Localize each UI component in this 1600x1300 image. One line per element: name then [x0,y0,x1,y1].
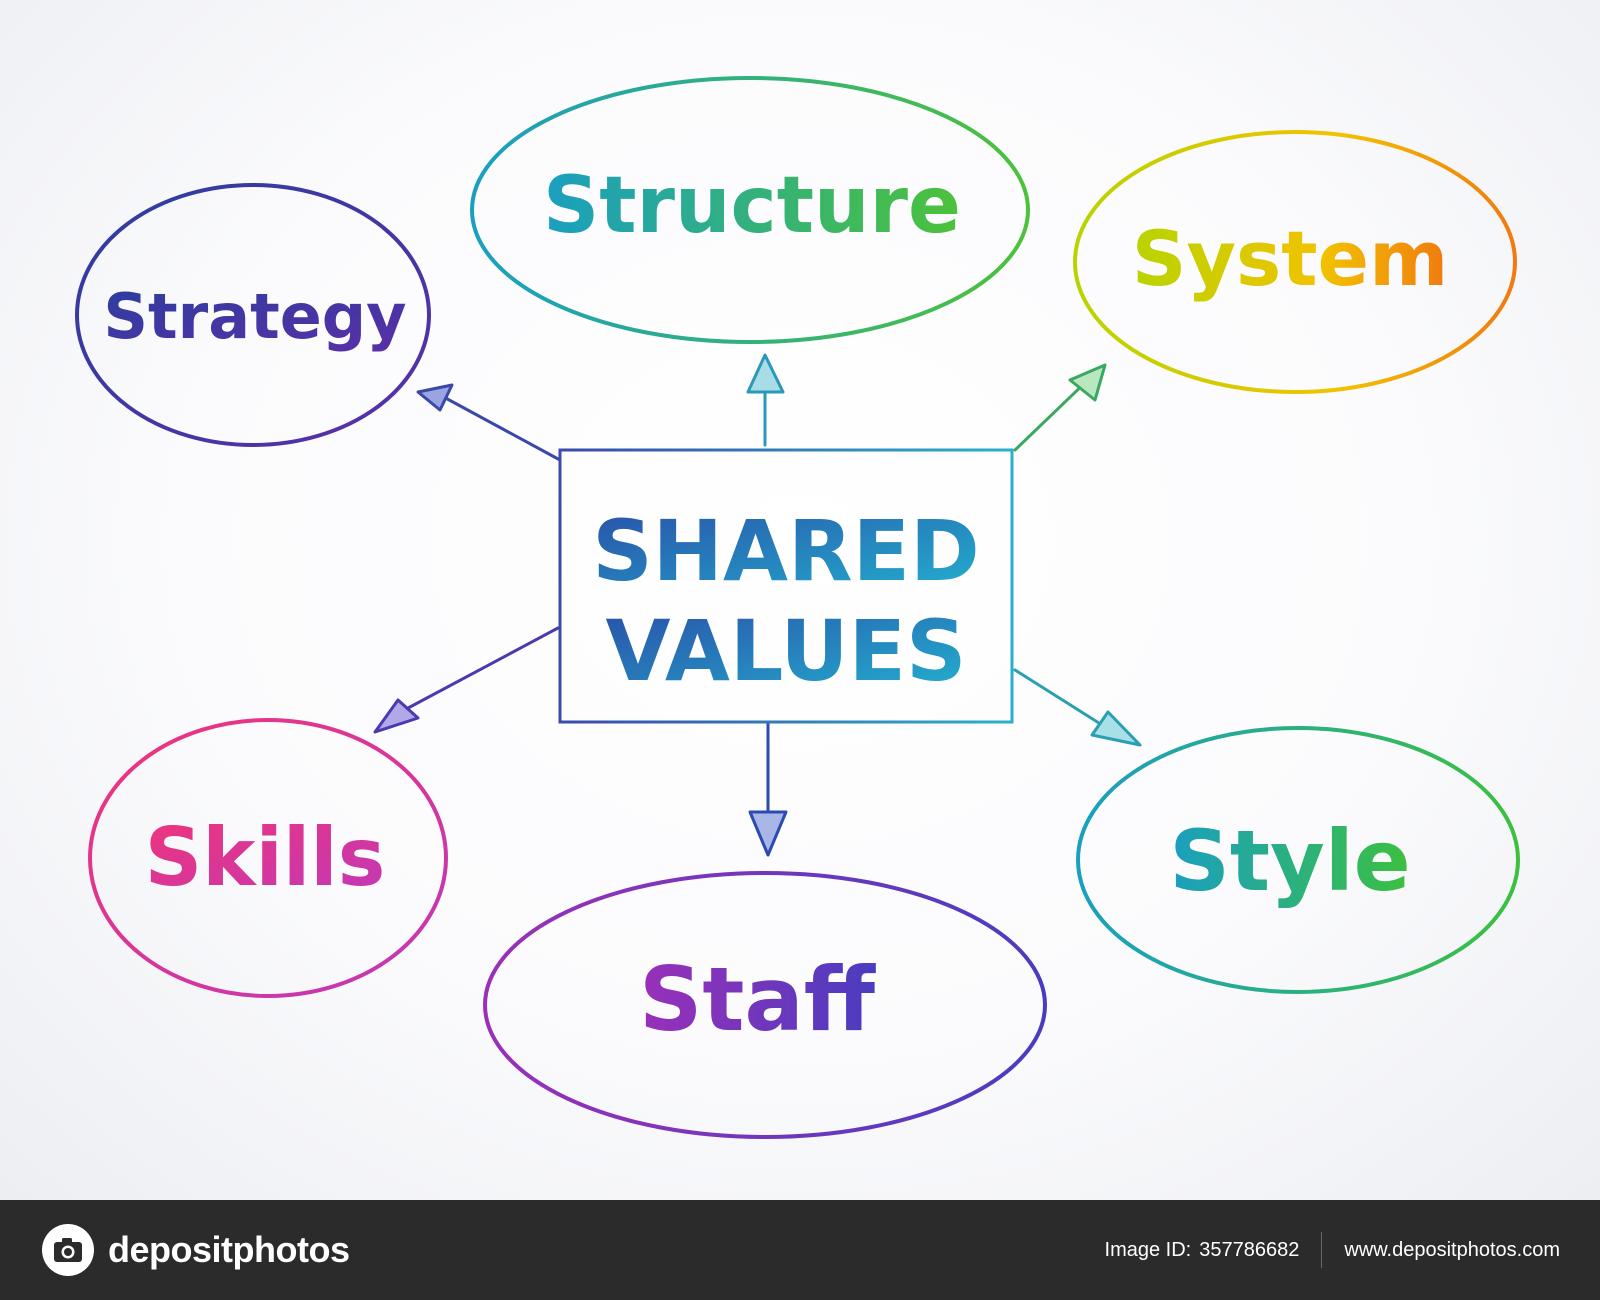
center-label-line2: VALUES [606,602,967,700]
mind-map: SHARED VALUES Strategy Structure System … [75,76,1520,1139]
arrowhead-strategy [416,383,454,412]
node-style: Style [1076,726,1520,994]
center-box [558,448,1014,724]
arrowhead-skills [373,698,420,734]
arrowhead-staff [748,810,788,857]
site-link[interactable]: www.depositphotos.com [1344,1238,1560,1261]
watermark-footer: depositphotos Image ID: 357786682 www.de… [0,1200,1600,1300]
node-skills-ellipse [88,718,448,998]
image-id-value: 357786682 [1199,1238,1300,1261]
arrowhead-style [1090,710,1142,747]
node-strategy-label: Strategy [103,280,406,353]
node-structure-ellipse [470,76,1030,344]
brand[interactable]: depositphotos [40,1222,350,1278]
node-staff-ellipse [483,871,1047,1139]
brand-name: depositphotos [108,1229,350,1270]
center-label-line1: SHARED [592,502,980,600]
node-skills-label: Skills [145,811,386,904]
node-strategy: Strategy [75,183,431,447]
image-id-label: Image ID: [1104,1238,1192,1261]
camera-logo-icon [42,1224,94,1276]
node-staff: Staff [483,871,1047,1139]
footer-info: Image ID: 357786682 www.depositphotos.co… [1105,1232,1560,1268]
node-system: System [1073,130,1517,394]
node-structure: Structure [470,76,1030,344]
connector-skills [393,626,560,717]
node-system-ellipse [1073,130,1517,394]
arrowheads [373,353,1142,857]
diagram-canvas: SHARED VALUES Strategy Structure System … [0,0,1600,1200]
arrowhead-system [1068,363,1107,402]
connector-style [1013,668,1112,732]
arrowhead-structure [746,353,785,394]
node-structure-label: Structure [543,161,961,251]
node-style-ellipse [1076,726,1520,994]
node-staff-label: Staff [639,948,877,1051]
connectors [393,373,1112,822]
center-node: SHARED VALUES [558,448,1014,724]
node-style-label: Style [1169,812,1410,910]
node-system-label: System [1132,214,1449,303]
node-strategy-ellipse [75,183,431,447]
footer-divider [1321,1232,1323,1268]
connector-system [1013,376,1092,452]
node-skills: Skills [88,718,448,998]
connector-strategy [438,393,562,462]
